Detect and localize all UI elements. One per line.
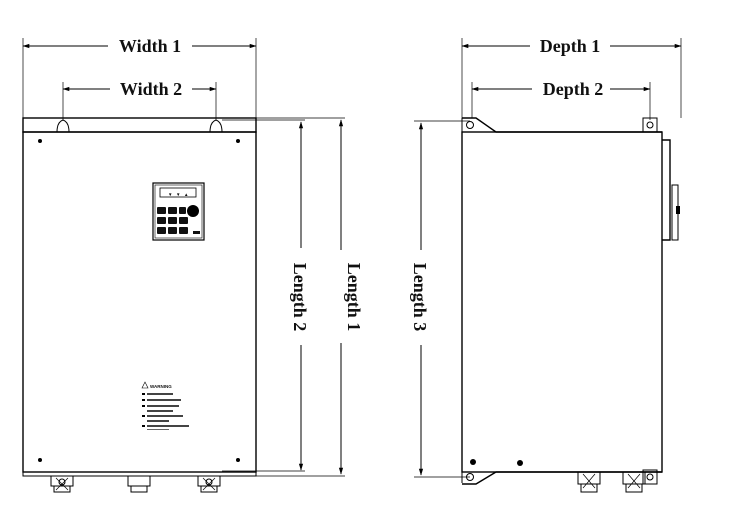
keypad-knob — [187, 205, 199, 217]
cable-gland-2 — [127, 475, 151, 493]
keypad-key-right — [179, 217, 188, 224]
front-housing — [22, 131, 257, 473]
keypad-display — [159, 187, 197, 198]
warning-label: WARNING — [141, 381, 189, 430]
side-top-bracket — [462, 117, 662, 133]
side-keypad-knob — [676, 206, 680, 214]
side-bottom-right-hole — [646, 473, 654, 481]
keypad: ▼ ▼ ▲ — [152, 182, 205, 241]
side-screw-left — [470, 459, 476, 465]
width1-label: Width 1 — [119, 36, 181, 56]
length3-label: Length 3 — [410, 263, 430, 332]
keypad-key-enter — [179, 207, 186, 214]
side-screw-right — [517, 460, 523, 466]
screw-top-right — [236, 139, 240, 143]
side-top-right-hole — [646, 121, 654, 129]
side-view: Depth 1 Depth 2 — [410, 36, 682, 493]
length1-label: Length 1 — [344, 263, 364, 332]
side-front-protrusion — [662, 139, 671, 241]
front-view: Width 1 Width 2 ▼ ▼ ▲ — [22, 36, 364, 493]
top-right-mounting-slot — [209, 119, 223, 133]
keypad-badge — [193, 231, 200, 234]
side-bottom-bracket — [462, 471, 662, 485]
keypad-key-stop — [168, 227, 177, 234]
svg-text:▲: ▲ — [184, 192, 188, 197]
depth1-label: Depth 1 — [540, 36, 601, 56]
screw-top-left — [38, 139, 42, 143]
keypad-key-func — [179, 227, 188, 234]
screw-bottom-left — [38, 458, 42, 462]
length2-label: Length 2 — [290, 263, 310, 332]
warning-triangle-icon — [141, 381, 149, 389]
cable-gland-3 — [197, 475, 221, 493]
side-top-right-tab — [642, 117, 658, 133]
cable-gland-1 — [50, 475, 74, 493]
width2-label: Width 2 — [120, 79, 182, 99]
screw-bottom-right — [236, 458, 240, 462]
warning-title: WARNING — [150, 384, 172, 389]
keypad-key-run — [157, 227, 166, 234]
svg-text:▼: ▼ — [168, 192, 172, 197]
keypad-key-prg — [157, 207, 166, 214]
side-cable-gland-2 — [622, 471, 646, 493]
side-cable-gland-1 — [577, 471, 601, 493]
keypad-key-down — [168, 217, 177, 224]
side-housing — [461, 131, 663, 473]
side-top-left-hole — [466, 121, 474, 129]
svg-text:▼: ▼ — [176, 192, 180, 197]
keypad-key-left — [157, 217, 166, 224]
side-bottom-right-tab — [642, 469, 658, 485]
top-left-mounting-slot — [56, 119, 70, 133]
keypad-key-up — [168, 207, 177, 214]
depth2-label: Depth 2 — [543, 79, 604, 99]
